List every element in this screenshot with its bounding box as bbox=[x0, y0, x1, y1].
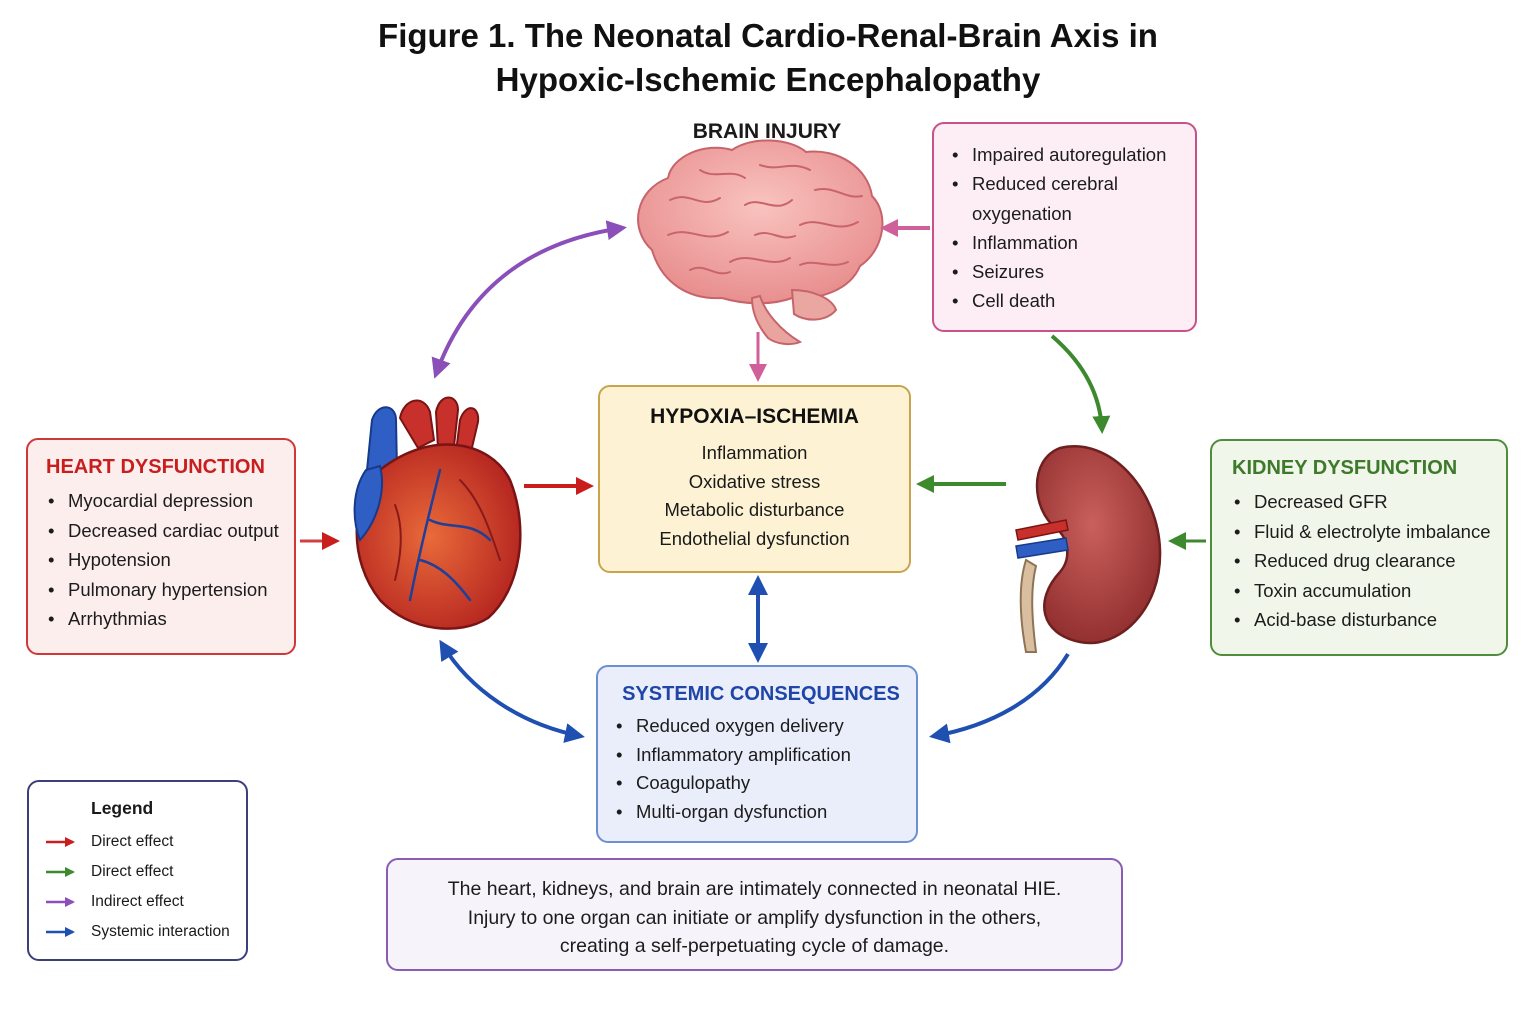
systemic-consequences-box: SYSTEMIC CONSEQUENCES Reduced oxygen del… bbox=[596, 665, 918, 843]
figure-title-line-1: Figure 1. The Neonatal Cardio-Renal-Brai… bbox=[378, 17, 1158, 54]
systemic-consequences-title: SYSTEMIC CONSEQUENCES bbox=[622, 683, 900, 705]
legend-row-direct-red: Direct effect bbox=[45, 827, 236, 857]
hypoxia-ischemia-box: HYPOXIA–ISCHEMIA Inflammation Oxidative … bbox=[598, 385, 911, 573]
legend-label: Direct effect bbox=[91, 863, 174, 880]
hypoxia-item: Metabolic disturbance bbox=[664, 499, 845, 520]
legend-arrow-red-icon bbox=[46, 837, 75, 847]
brain-illustration bbox=[637, 139, 884, 346]
legend-label: Direct effect bbox=[91, 833, 174, 850]
summary-line: Injury to one organ can initiate or ampl… bbox=[467, 906, 1042, 929]
heart-item: Myocardial depression bbox=[46, 486, 286, 516]
brain-injury-box: Impaired autoregulation Reduced cerebral… bbox=[932, 122, 1197, 332]
kidney-item: Reduced drug clearance bbox=[1232, 546, 1498, 576]
legend: Legend Direct effect Direct effect Indir… bbox=[27, 780, 248, 961]
kidney-item: Acid-base disturbance bbox=[1232, 605, 1498, 635]
arrow-heart-systemic-bidirectional bbox=[439, 639, 585, 743]
heart-item: Pulmonary hypertension bbox=[46, 575, 286, 605]
figure-title-line-2: Hypoxic-Ischemic Encephalopathy bbox=[495, 61, 1041, 98]
heart-dysfunction-list: Myocardial depression Decreased cardiac … bbox=[46, 486, 286, 634]
figure-title: Figure 1. The Neonatal Cardio-Renal-Brai… bbox=[0, 14, 1536, 102]
summary-line: creating a self-perpetuating cycle of da… bbox=[559, 935, 950, 957]
kidney-item: Fluid & electrolyte imbalance bbox=[1232, 517, 1498, 547]
brain-item: Seizures bbox=[950, 257, 1187, 287]
brain-item: Cell death bbox=[950, 286, 1187, 316]
legend-arrow-blue-icon bbox=[46, 927, 75, 937]
brain-item: Impaired autoregulation bbox=[950, 140, 1187, 170]
heart-dysfunction-title: HEART DYSFUNCTION bbox=[46, 456, 265, 478]
legend-label: Systemic interaction bbox=[91, 923, 230, 940]
heart-item: Hypotension bbox=[46, 545, 286, 575]
summary-note: The heart, kidneys, and brain are intima… bbox=[386, 858, 1123, 971]
hypoxia-item: Endothelial dysfunction bbox=[659, 527, 850, 549]
hypoxia-item: Inflammation bbox=[701, 442, 808, 463]
kidney-dysfunction-box: KIDNEY DYSFUNCTION Decreased GFR Fluid &… bbox=[1210, 439, 1508, 656]
legend-row-indirect: Indirect effect bbox=[45, 887, 236, 917]
legend-row-direct-green: Direct effect bbox=[45, 857, 236, 887]
systemic-item: Inflammatory amplification bbox=[614, 741, 908, 770]
brain-injury-list: Impaired autoregulation Reduced cerebral… bbox=[950, 140, 1187, 316]
systemic-consequences-list: Reduced oxygen delivery Inflammatory amp… bbox=[614, 712, 908, 826]
heart-item: Arrhythmias bbox=[46, 604, 286, 634]
brain-item: Reduced cerebral oxygenation bbox=[950, 169, 1187, 228]
heart-illustration bbox=[353, 396, 522, 630]
arrow-brain-heart-bidirectional bbox=[431, 220, 627, 379]
systemic-item: Multi-organ dysfunction bbox=[614, 798, 908, 827]
heart-dysfunction-box: HEART DYSFUNCTION Myocardial depression … bbox=[26, 438, 296, 655]
brain-item: Inflammation bbox=[950, 228, 1187, 258]
kidney-item: Toxin accumulation bbox=[1232, 576, 1498, 606]
kidney-item: Decreased GFR bbox=[1232, 487, 1498, 517]
legend-label: Indirect effect bbox=[91, 893, 184, 910]
hypoxia-item: Oxidative stress bbox=[688, 470, 821, 492]
systemic-item: Coagulopathy bbox=[614, 769, 908, 798]
brain-injury-label: BRAIN INJURY bbox=[692, 120, 842, 143]
systemic-item: Reduced oxygen delivery bbox=[614, 712, 908, 741]
kidney-dysfunction-title: KIDNEY DYSFUNCTION bbox=[1232, 457, 1458, 479]
arrow-kidney-to-systemic bbox=[929, 652, 1070, 744]
legend-title: Legend bbox=[91, 798, 154, 818]
arrow-brain-box-to-kidney bbox=[1050, 334, 1111, 434]
heart-item: Decreased cardiac output bbox=[46, 516, 286, 546]
kidney-illustration bbox=[1015, 445, 1162, 653]
legend-arrow-purple-icon bbox=[46, 897, 75, 907]
legend-row-systemic: Systemic interaction bbox=[45, 917, 236, 947]
kidney-dysfunction-list: Decreased GFR Fluid & electrolyte imbala… bbox=[1232, 487, 1498, 635]
summary-line: The heart, kidneys, and brain are intima… bbox=[447, 878, 1062, 900]
legend-arrow-green-icon bbox=[46, 867, 75, 877]
hypoxia-ischemia-title: HYPOXIA–ISCHEMIA bbox=[650, 405, 859, 428]
